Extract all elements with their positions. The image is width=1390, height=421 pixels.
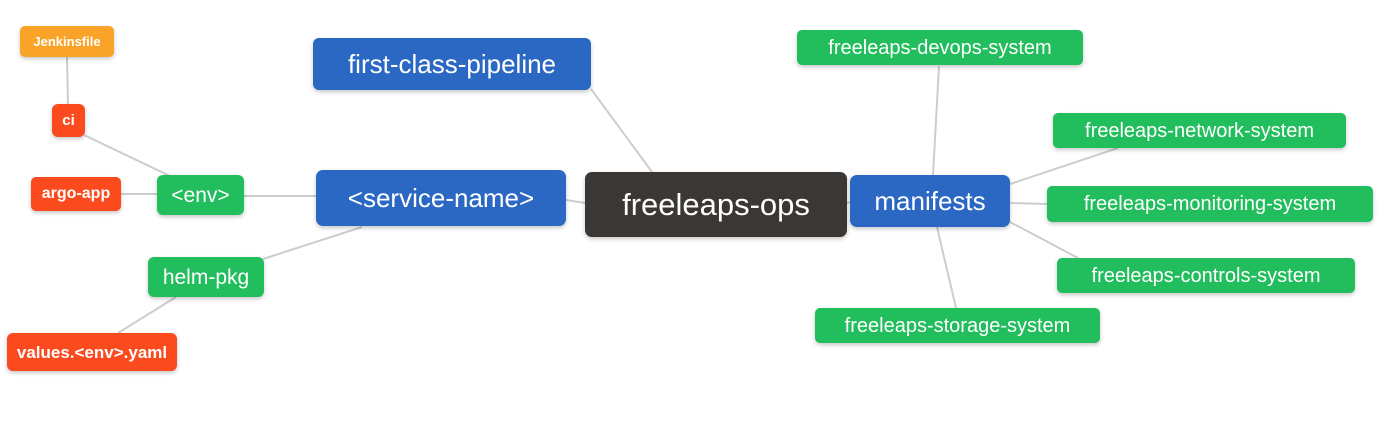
edge-helm-pkg-service-name xyxy=(262,226,363,260)
edge-manifests-network xyxy=(1009,147,1119,185)
node-helm-pkg[interactable]: helm-pkg xyxy=(148,257,264,297)
node-ci[interactable]: ci xyxy=(52,104,85,137)
edge-jenkinsfile-ci xyxy=(66,56,69,106)
edge-manifests-storage xyxy=(936,226,957,309)
edge-pipeline-freeleaps-ops xyxy=(590,88,653,173)
node-storage-system[interactable]: freeleaps-storage-system xyxy=(815,308,1100,343)
edge-ops-manifests xyxy=(846,201,851,204)
node-manifests[interactable]: manifests xyxy=(850,175,1010,227)
edge-values-helm-pkg xyxy=(117,296,177,334)
node-freeleaps-ops[interactable]: freeleaps-ops xyxy=(585,172,847,237)
node-first-class-pipeline[interactable]: first-class-pipeline xyxy=(313,38,591,90)
node-network-system[interactable]: freeleaps-network-system xyxy=(1053,113,1346,148)
node-monitoring-system[interactable]: freeleaps-monitoring-system xyxy=(1047,186,1373,222)
edge-ci-env xyxy=(83,134,173,178)
edge-manifests-devops xyxy=(932,65,940,176)
node-jenkinsfile[interactable]: Jenkinsfile xyxy=(20,26,114,57)
node-env[interactable]: <env> xyxy=(157,175,244,215)
node-values-env-yaml[interactable]: values.<env>.yaml xyxy=(7,333,177,371)
edge-manifests-monitoring xyxy=(1009,202,1048,205)
node-service-name[interactable]: <service-name> xyxy=(316,170,566,226)
node-controls-system[interactable]: freeleaps-controls-system xyxy=(1057,258,1355,293)
node-devops-system[interactable]: freeleaps-devops-system xyxy=(797,30,1083,65)
edge-service-name-ops xyxy=(565,199,586,204)
edge-manifests-controls xyxy=(1009,221,1079,259)
node-argo-app[interactable]: argo-app xyxy=(31,177,121,211)
